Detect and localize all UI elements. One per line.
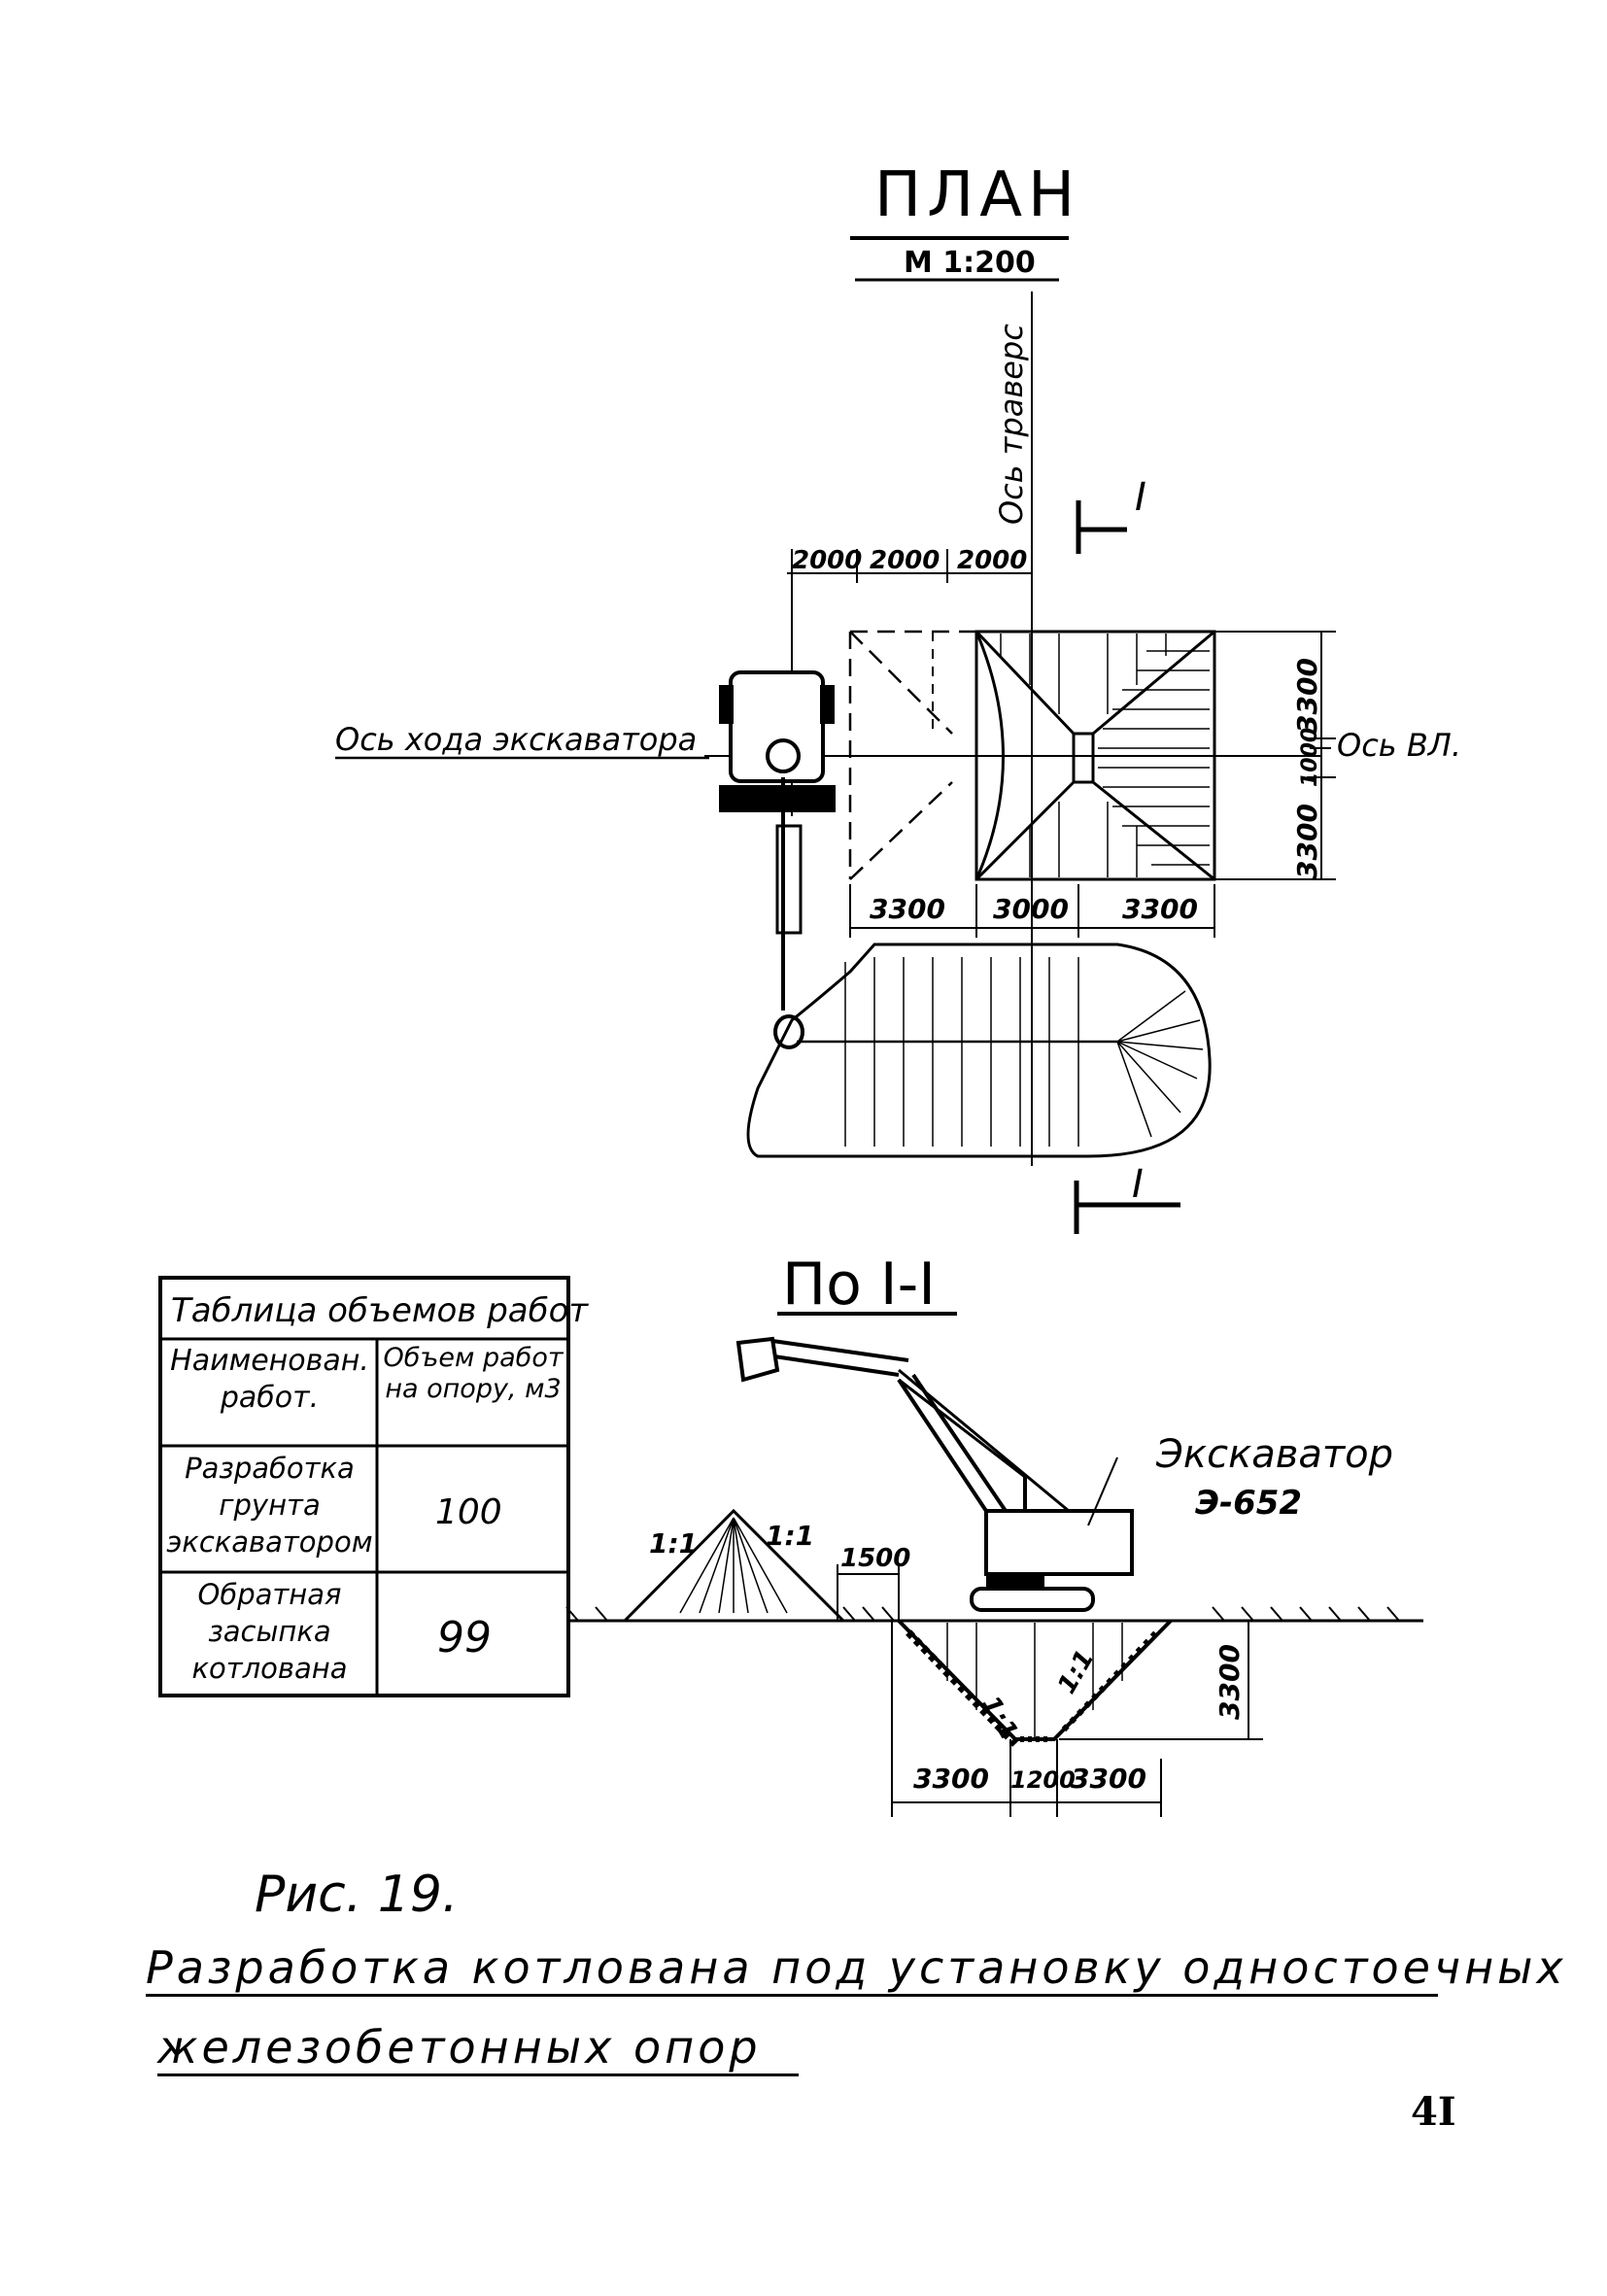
excavator-label: Экскаватор: [1155, 1432, 1393, 1477]
table-header-name: Наименован. работ.: [170, 1344, 369, 1415]
svg-text:I: I: [1132, 1162, 1144, 1207]
plan-bottom-dim-2: 3000: [993, 893, 1069, 925]
table-row-1-name: Разработка грунта экскаватором: [166, 1452, 373, 1559]
excavator-plan-icon: [719, 670, 836, 1049]
figure-title-line-2: железобетонных опор: [157, 2021, 799, 2076]
svg-text:I: I: [1135, 475, 1146, 520]
section-mark-top: I: [1076, 475, 1146, 554]
section-bottom-dim-3: 3300: [1071, 1763, 1146, 1795]
volume-table: Таблица объемов работ Наименован. работ.…: [158, 1276, 589, 1697]
pit-section: 1:1 1:1 3300 3300 1200 3300: [891, 1619, 1263, 1817]
figure-title-line-1: Разработка котлована под установку однос…: [146, 1941, 1563, 1997]
plan-right-dimensions: 3300 1000 3300: [1214, 631, 1336, 880]
excavator-model: Э-652: [1195, 1484, 1302, 1523]
excavator-side-icon: [735, 1336, 1134, 1612]
line-axis-label: Ось ВЛ.: [1337, 727, 1461, 764]
plan-scale: М 1:200: [904, 246, 1036, 280]
section-bottom-dim-2: 1200: [1010, 1766, 1076, 1794]
plan-top-dim-3: 2000: [957, 546, 1027, 575]
plan-right-dim-3: 3300: [1291, 804, 1323, 879]
section-title: По I-I: [782, 1251, 936, 1319]
table-row-1-volume: 100: [435, 1492, 502, 1532]
section-mark-bottom: I: [1074, 1162, 1180, 1234]
table-row-2-volume: 99: [437, 1613, 492, 1662]
traverse-axis-label: Ось траверс: [993, 324, 1030, 525]
pit-plan: [848, 630, 1216, 881]
section-bottom-dim-1: 3300: [913, 1763, 989, 1795]
figure-number: Рис. 19.: [255, 1866, 459, 1924]
offset-dim: 1500: [840, 1544, 910, 1573]
plan-top-dimensions: 2000 2000 2000: [787, 546, 1032, 816]
excavator-path-label: Ось хода экскаватора: [335, 721, 697, 758]
plan-top-dim-1: 2000: [792, 546, 862, 575]
plan-bottom-dim-1: 3300: [870, 893, 945, 925]
page-number: 4I: [1411, 2089, 1456, 2135]
heap-slope-right: 1:1: [766, 1520, 814, 1552]
depth-dim: 3300: [1214, 1644, 1246, 1720]
plan-right-dim-2: 1000: [1298, 728, 1322, 787]
plan-title: ПЛАН: [874, 159, 1080, 231]
table-header-volume: Объем работ на опору, м3: [383, 1343, 564, 1404]
spoil-heap-plan: [746, 942, 1212, 1158]
plan-top-dim-2: 2000: [870, 546, 940, 575]
table-title: Таблица объемов работ: [171, 1291, 589, 1330]
spoil-heap-section: 1:1 1:1 1500: [623, 1508, 910, 1623]
pit-slope-left: 1:1: [975, 1692, 1023, 1745]
table-row-2-name: Обратная засыпка котлована: [191, 1578, 348, 1685]
plan-view: ПЛАН М 1:200 Ось траверс I 2000 2000 200…: [335, 159, 1461, 1234]
section-view: По I-I 1:1 1:1 1500 1:1: [565, 1251, 1423, 1817]
plan-bottom-dim-3: 3300: [1122, 893, 1198, 925]
plan-bottom-dimensions: 3300 3000 3300: [849, 884, 1215, 938]
plan-right-dim-1: 3300: [1291, 658, 1323, 734]
heap-slope-left: 1:1: [649, 1527, 698, 1559]
